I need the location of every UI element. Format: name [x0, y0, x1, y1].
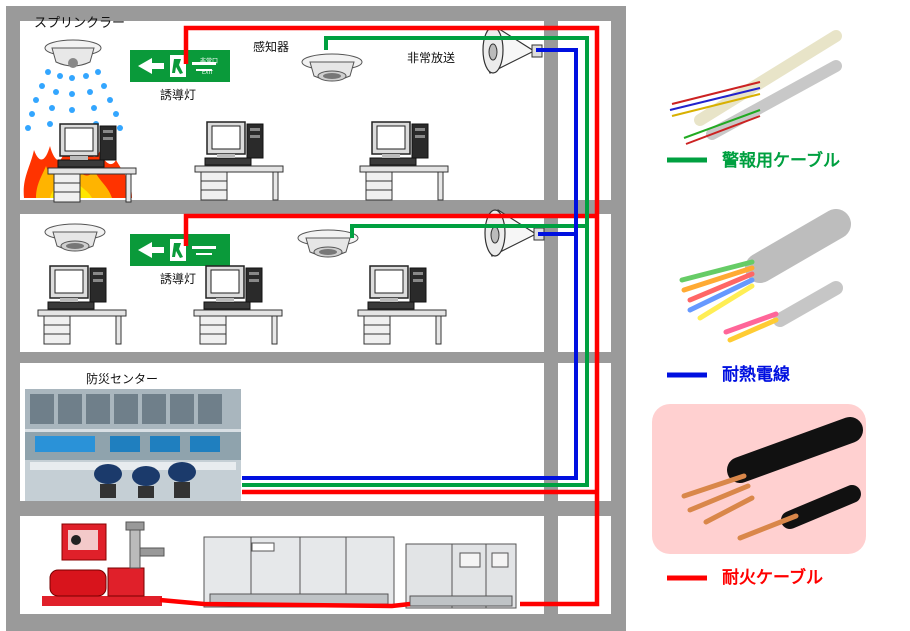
speaker-icon	[482, 26, 543, 74]
detector-icon	[44, 223, 106, 252]
legend-label-alarm-cable: 警報用ケーブル	[722, 151, 840, 171]
fire-resistant-cable-routes	[159, 25, 600, 609]
guide-light-label: 誘導灯	[160, 88, 197, 102]
fire-resistant-cable-image	[681, 417, 863, 541]
detector-label: 感知器	[253, 40, 290, 54]
detector-icon	[297, 229, 359, 258]
building-frame	[6, 6, 626, 631]
sprinkler-spray	[25, 69, 123, 131]
exit-sign-text: 非常口	[200, 57, 218, 65]
exit-sign-icon	[130, 50, 230, 82]
detector-icon	[301, 53, 363, 82]
legend-label-fire-resistant-cable: 耐火ケーブル	[722, 568, 823, 588]
control-center-label: 防災センター	[86, 372, 159, 386]
legend-label-heat-resistant-wire: 耐熱電線	[722, 365, 790, 385]
exit-sign-sub: EXIT	[202, 70, 214, 76]
heat-resistant-wire-routes	[242, 48, 578, 480]
fire-pump-unit	[42, 521, 165, 606]
guide-light-label: 誘導灯	[160, 272, 197, 286]
heat-resistant-wire-image	[679, 209, 851, 343]
exit-sign-icon	[130, 234, 230, 266]
sprinkler-label: スプリンクラー	[34, 16, 126, 31]
speaker-label: 非常放送	[407, 51, 456, 65]
switchgear-panels	[203, 536, 517, 609]
alarm-cable-routes	[242, 36, 589, 487]
alarm-cable-image	[669, 30, 842, 145]
sprinkler-head	[44, 39, 102, 68]
control-center-photo	[25, 389, 241, 501]
